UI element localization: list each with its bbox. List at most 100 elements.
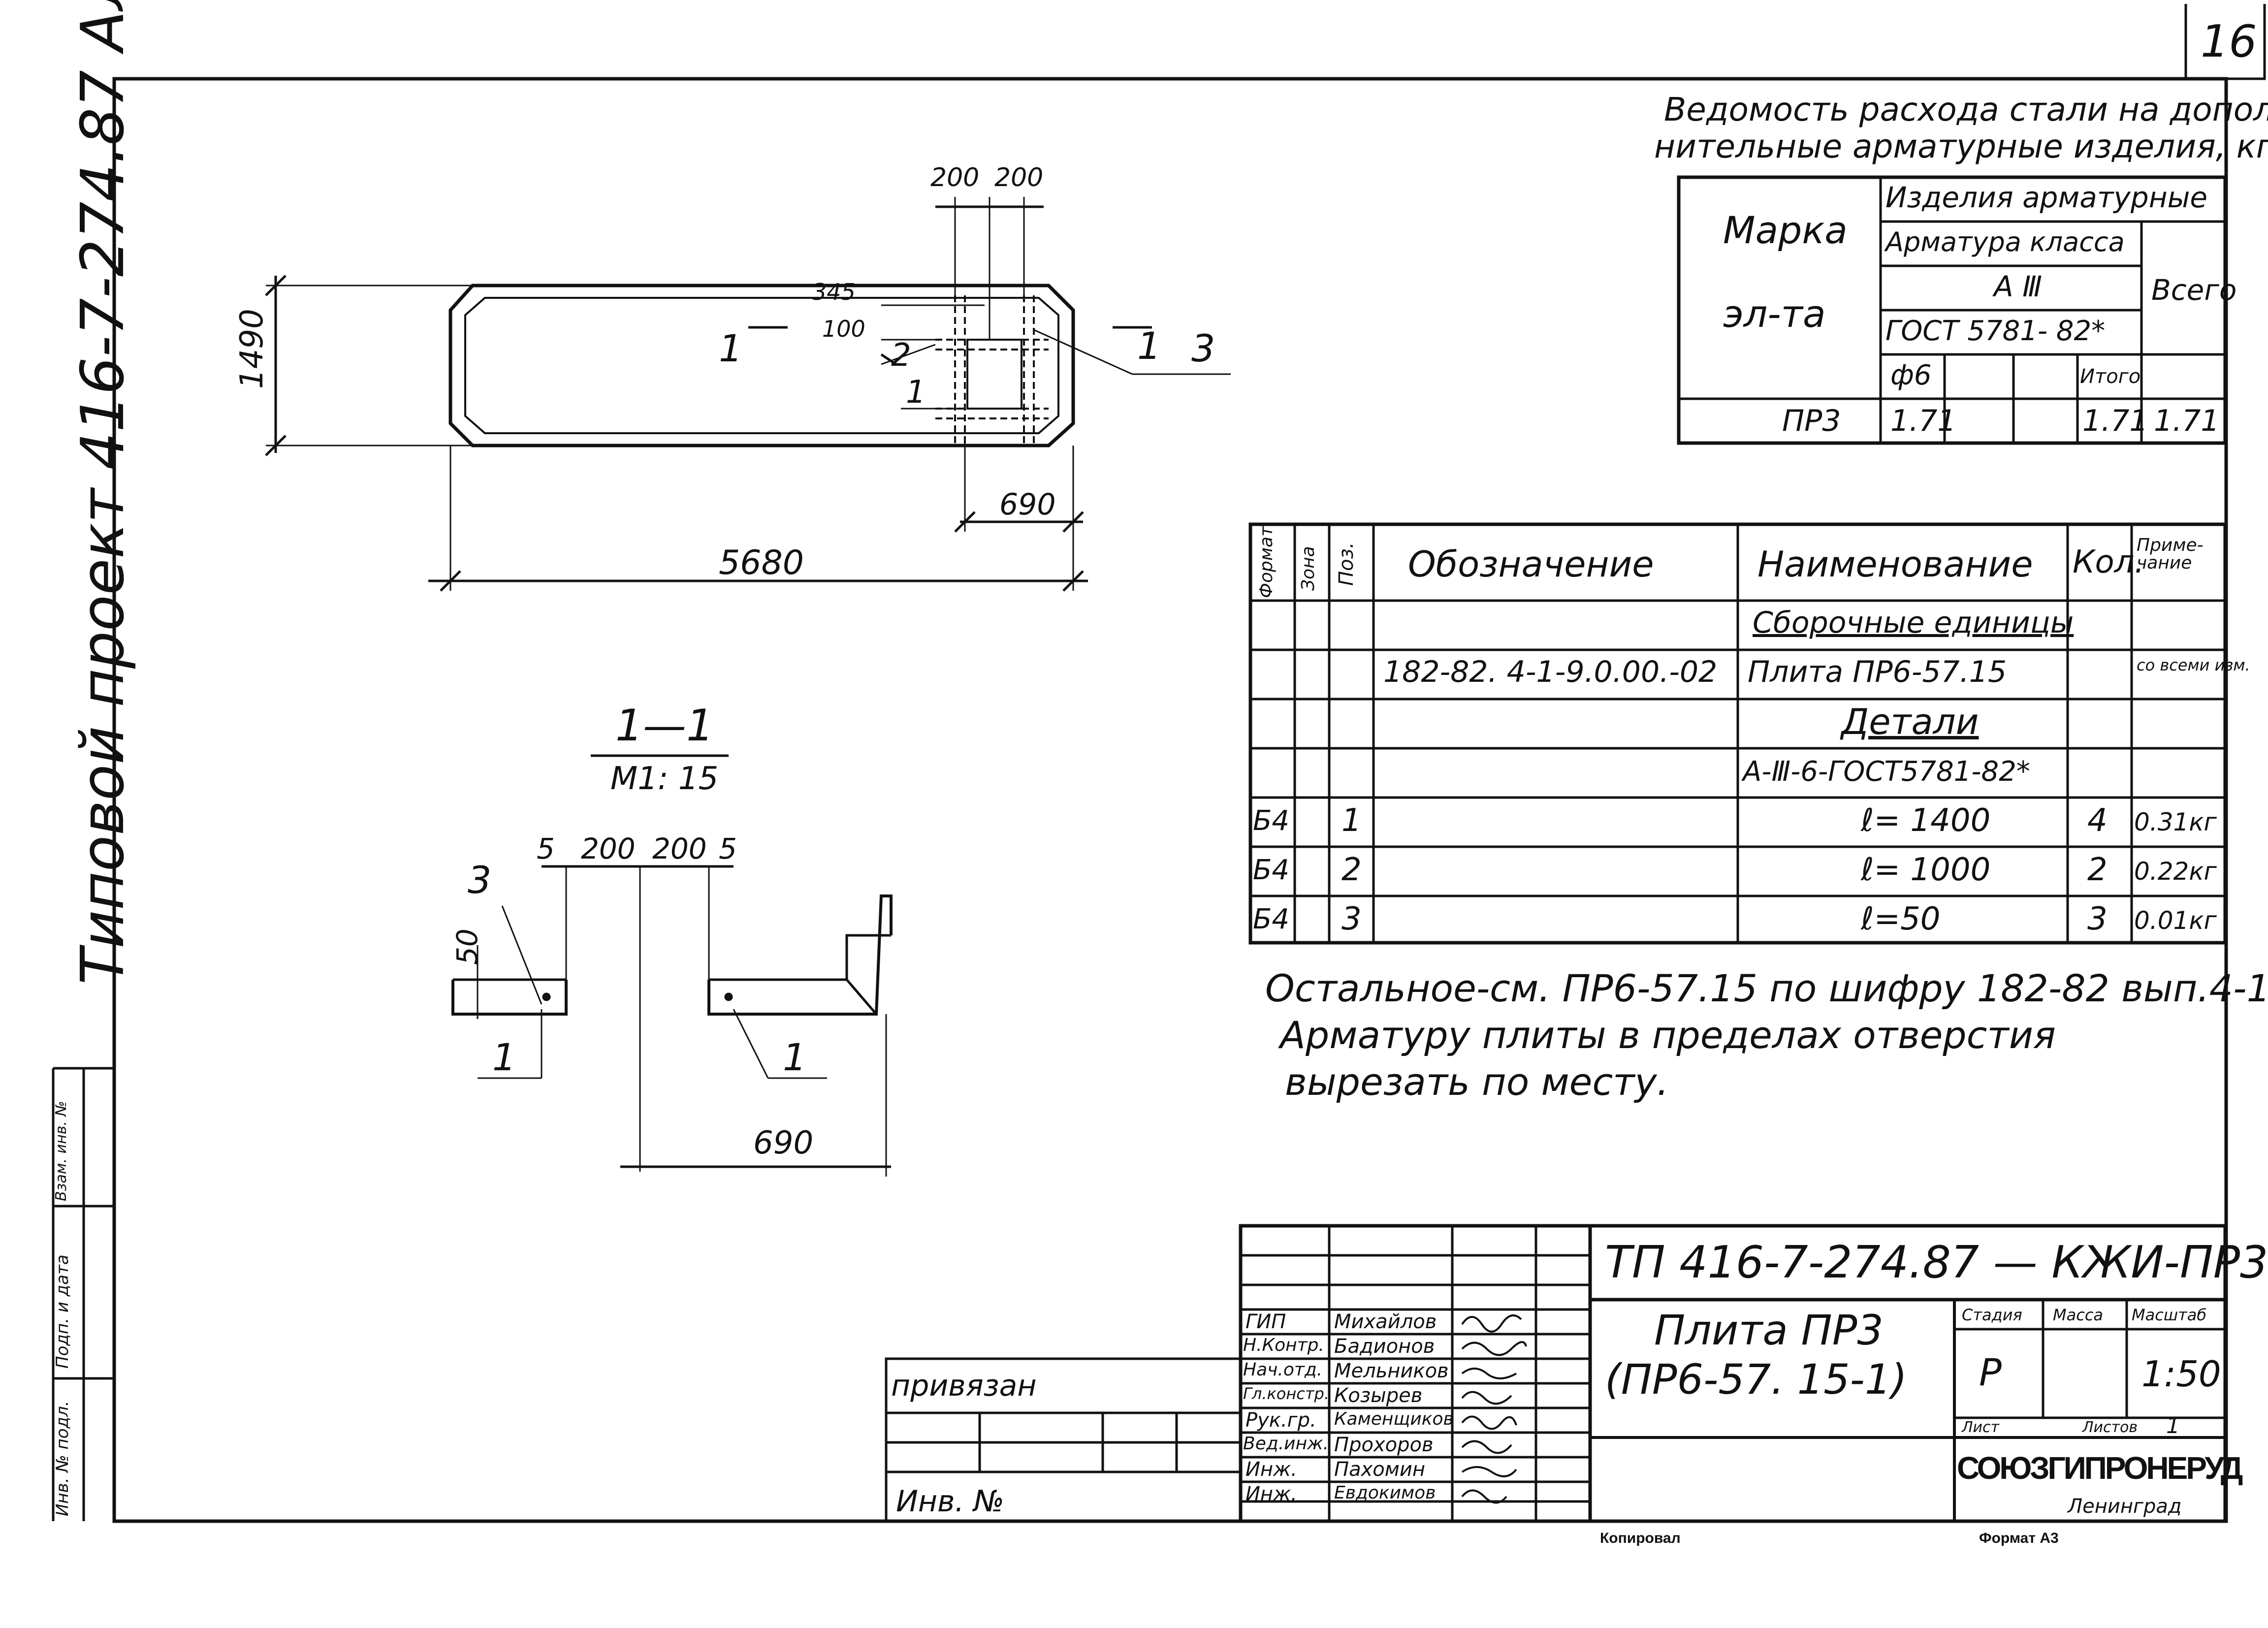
- sheet-number: 16: [2201, 16, 2257, 67]
- steel-row-mark: ПР3: [1782, 404, 1841, 438]
- section-dim-50: 50: [450, 928, 484, 965]
- spec-r6-qty: 3: [2087, 901, 2108, 937]
- spec-r5-name: ℓ= 1000: [1861, 852, 1991, 888]
- left-strip-replace: Взам. инв. №: [53, 1101, 70, 1201]
- spec-table-lines: [1248, 522, 2227, 945]
- stamp-role-2: Нач.отд.: [1243, 1360, 1323, 1380]
- spec-h-qty: Кол.: [2073, 544, 2144, 580]
- section-title: 1—1: [615, 700, 714, 751]
- spec-r1-note: со всеми изм.: [2137, 656, 2250, 674]
- stamp-name-4: Каменщиков: [1334, 1409, 1454, 1429]
- plan-mark-2: 2: [891, 337, 911, 374]
- stamp-mass-header: Масса: [2053, 1306, 2104, 1324]
- stamp-role-6: Инж.: [1246, 1458, 1297, 1481]
- footer-copied: Копировал: [1600, 1530, 1681, 1546]
- plan-dim-100: 100: [822, 316, 865, 342]
- note-line-1: Остальное-см. ПР6-57.15 по шифру 182-82 …: [1265, 966, 2268, 1010]
- spec-r4-format: Б4: [1253, 805, 1290, 837]
- stamp-name-5: Прохоров: [1334, 1434, 1434, 1456]
- spec-r2-name: Детали: [1841, 701, 1979, 742]
- steel-row-total: 1.71: [2154, 404, 2220, 438]
- section-dim-5a: 5: [537, 832, 555, 865]
- section-dim-690: 690: [753, 1125, 814, 1161]
- stamp-role-1: Н.Контр.: [1243, 1335, 1324, 1355]
- stamp-code: ТП 416-7-274.87 — КЖИ-ПР3: [1605, 1237, 2268, 1288]
- spec-r1-name: Плита ПР6-57.15: [1748, 655, 2007, 689]
- spec-r6-pos: 3: [1342, 901, 1362, 937]
- steel-row-itogo: 1.71: [2082, 404, 2148, 438]
- spec-r6-name: ℓ=50: [1861, 901, 1941, 937]
- section-cut-left: 1: [719, 326, 743, 370]
- steel-table-lines: [1677, 175, 2227, 445]
- stamp-city: Ленинград: [2068, 1495, 2182, 1518]
- note-line-2: Арматуру плиты в пределах отверстия: [1280, 1013, 2056, 1057]
- spec-h-pos: Поз.: [1335, 542, 1358, 586]
- stamp-role-5: Вед.инж.: [1243, 1434, 1329, 1454]
- plan-dim-345: 345: [812, 279, 856, 305]
- spec-r5-qty: 2: [2087, 852, 2108, 888]
- plan-view: [265, 197, 1231, 592]
- steel-table-title-1: Ведомость расхода стали на допол-: [1664, 91, 2268, 128]
- stamp-role-0: ГИП: [1246, 1310, 1286, 1333]
- plan-dim-200b: 200: [994, 163, 1044, 192]
- steel-grade-header: А Ⅲ: [1994, 270, 2043, 303]
- section-view: [451, 754, 893, 1177]
- steel-row-d6: 1.71: [1890, 404, 1956, 438]
- plan-dim-1490: 1490: [234, 309, 270, 389]
- section-mark-1b: 1: [783, 1035, 807, 1079]
- steel-class-header: Арматура класса: [1885, 226, 2125, 257]
- spec-h-name: Наименование: [1757, 543, 2033, 585]
- stamp-scale-header: Масштаб: [2132, 1306, 2207, 1324]
- plan-dim-5680: 5680: [719, 543, 804, 582]
- left-strip-inv: Инв. № подл.: [53, 1401, 72, 1516]
- stamp-sheets-header: Листов: [2082, 1419, 2138, 1436]
- plan-mark-1: 1: [906, 374, 926, 411]
- stamp-role-3: Гл.констр.: [1243, 1384, 1329, 1403]
- plan-mark-3: 3: [1191, 326, 1215, 370]
- stamp-name-0: Михайлов: [1334, 1310, 1437, 1333]
- footer-format: Формат А3: [1979, 1530, 2059, 1546]
- steel-mark-header-2: эл-та: [1723, 292, 1826, 336]
- steel-d6-header: ф6: [1890, 359, 1932, 391]
- steel-gost-header: ГОСТ 5781- 82*: [1885, 315, 2106, 347]
- stamp-scale: 1:50: [2141, 1353, 2221, 1395]
- section-cut-right: 1: [1137, 324, 1161, 368]
- section-dim-200b: 200: [652, 832, 707, 865]
- stamp-sheets: 1: [2166, 1413, 2180, 1438]
- section-scale: М1: 15: [610, 761, 719, 797]
- section-mark-1a: 1: [492, 1035, 516, 1079]
- stamp-title-2: (ПР6-57. 15-1): [1605, 1355, 1908, 1404]
- spec-r0-name: Сборочные единицы: [1753, 606, 2074, 640]
- spec-r1-designation: 182-82. 4-1-9.0.00.-02: [1383, 655, 1718, 689]
- spec-h-zone: Зона: [1298, 546, 1318, 591]
- spec-r5-note: 0.22кг: [2134, 857, 2217, 886]
- stamp-name-7: Евдокимов: [1334, 1483, 1436, 1503]
- note-line-3: вырезать по месту.: [1285, 1060, 1669, 1104]
- section-dim-200: 200: [581, 832, 636, 865]
- spec-r4-name: ℓ= 1400: [1861, 802, 1991, 839]
- steel-mark-header: Марка: [1723, 208, 1848, 252]
- stamp-privyazan: привязан: [891, 1369, 1037, 1403]
- stamp-inv-no: Инв. №: [896, 1484, 1005, 1519]
- spec-r5-format: Б4: [1253, 854, 1290, 886]
- steel-table-title-2: нительные арматурные изделия, кг.: [1654, 128, 2268, 165]
- steel-itogo-header: Итого: [2080, 365, 2141, 388]
- steel-items-header: Изделия арматурные: [1885, 181, 2208, 214]
- spec-h-designation: Обозначение: [1408, 543, 1654, 585]
- stamp-sheet-header: Лист: [1962, 1419, 2000, 1436]
- stamp-name-2: Мельников: [1334, 1360, 1449, 1382]
- spec-r3-name: А-Ⅲ-6-ГОСТ5781-82*: [1743, 756, 2030, 788]
- stamp-lines: [885, 1224, 2227, 1523]
- stamp-role-4: Рук.гр.: [1246, 1409, 1316, 1432]
- spec-r4-note: 0.31кг: [2134, 808, 2217, 836]
- stamp-title-1: Плита ПР3: [1654, 1306, 1884, 1354]
- stamp-name-3: Козырев: [1334, 1384, 1423, 1407]
- stamp-stage-header: Стадия: [1962, 1306, 2022, 1324]
- section-mark-3: 3: [468, 858, 492, 902]
- spec-r4-qty: 4: [2087, 802, 2108, 839]
- stamp-stage: Р: [1979, 1350, 2002, 1394]
- stamp-name-1: Бадионов: [1334, 1335, 1435, 1358]
- steel-total-header: Всего: [2151, 273, 2237, 307]
- spec-h-note: Приме-чание: [2137, 535, 2204, 573]
